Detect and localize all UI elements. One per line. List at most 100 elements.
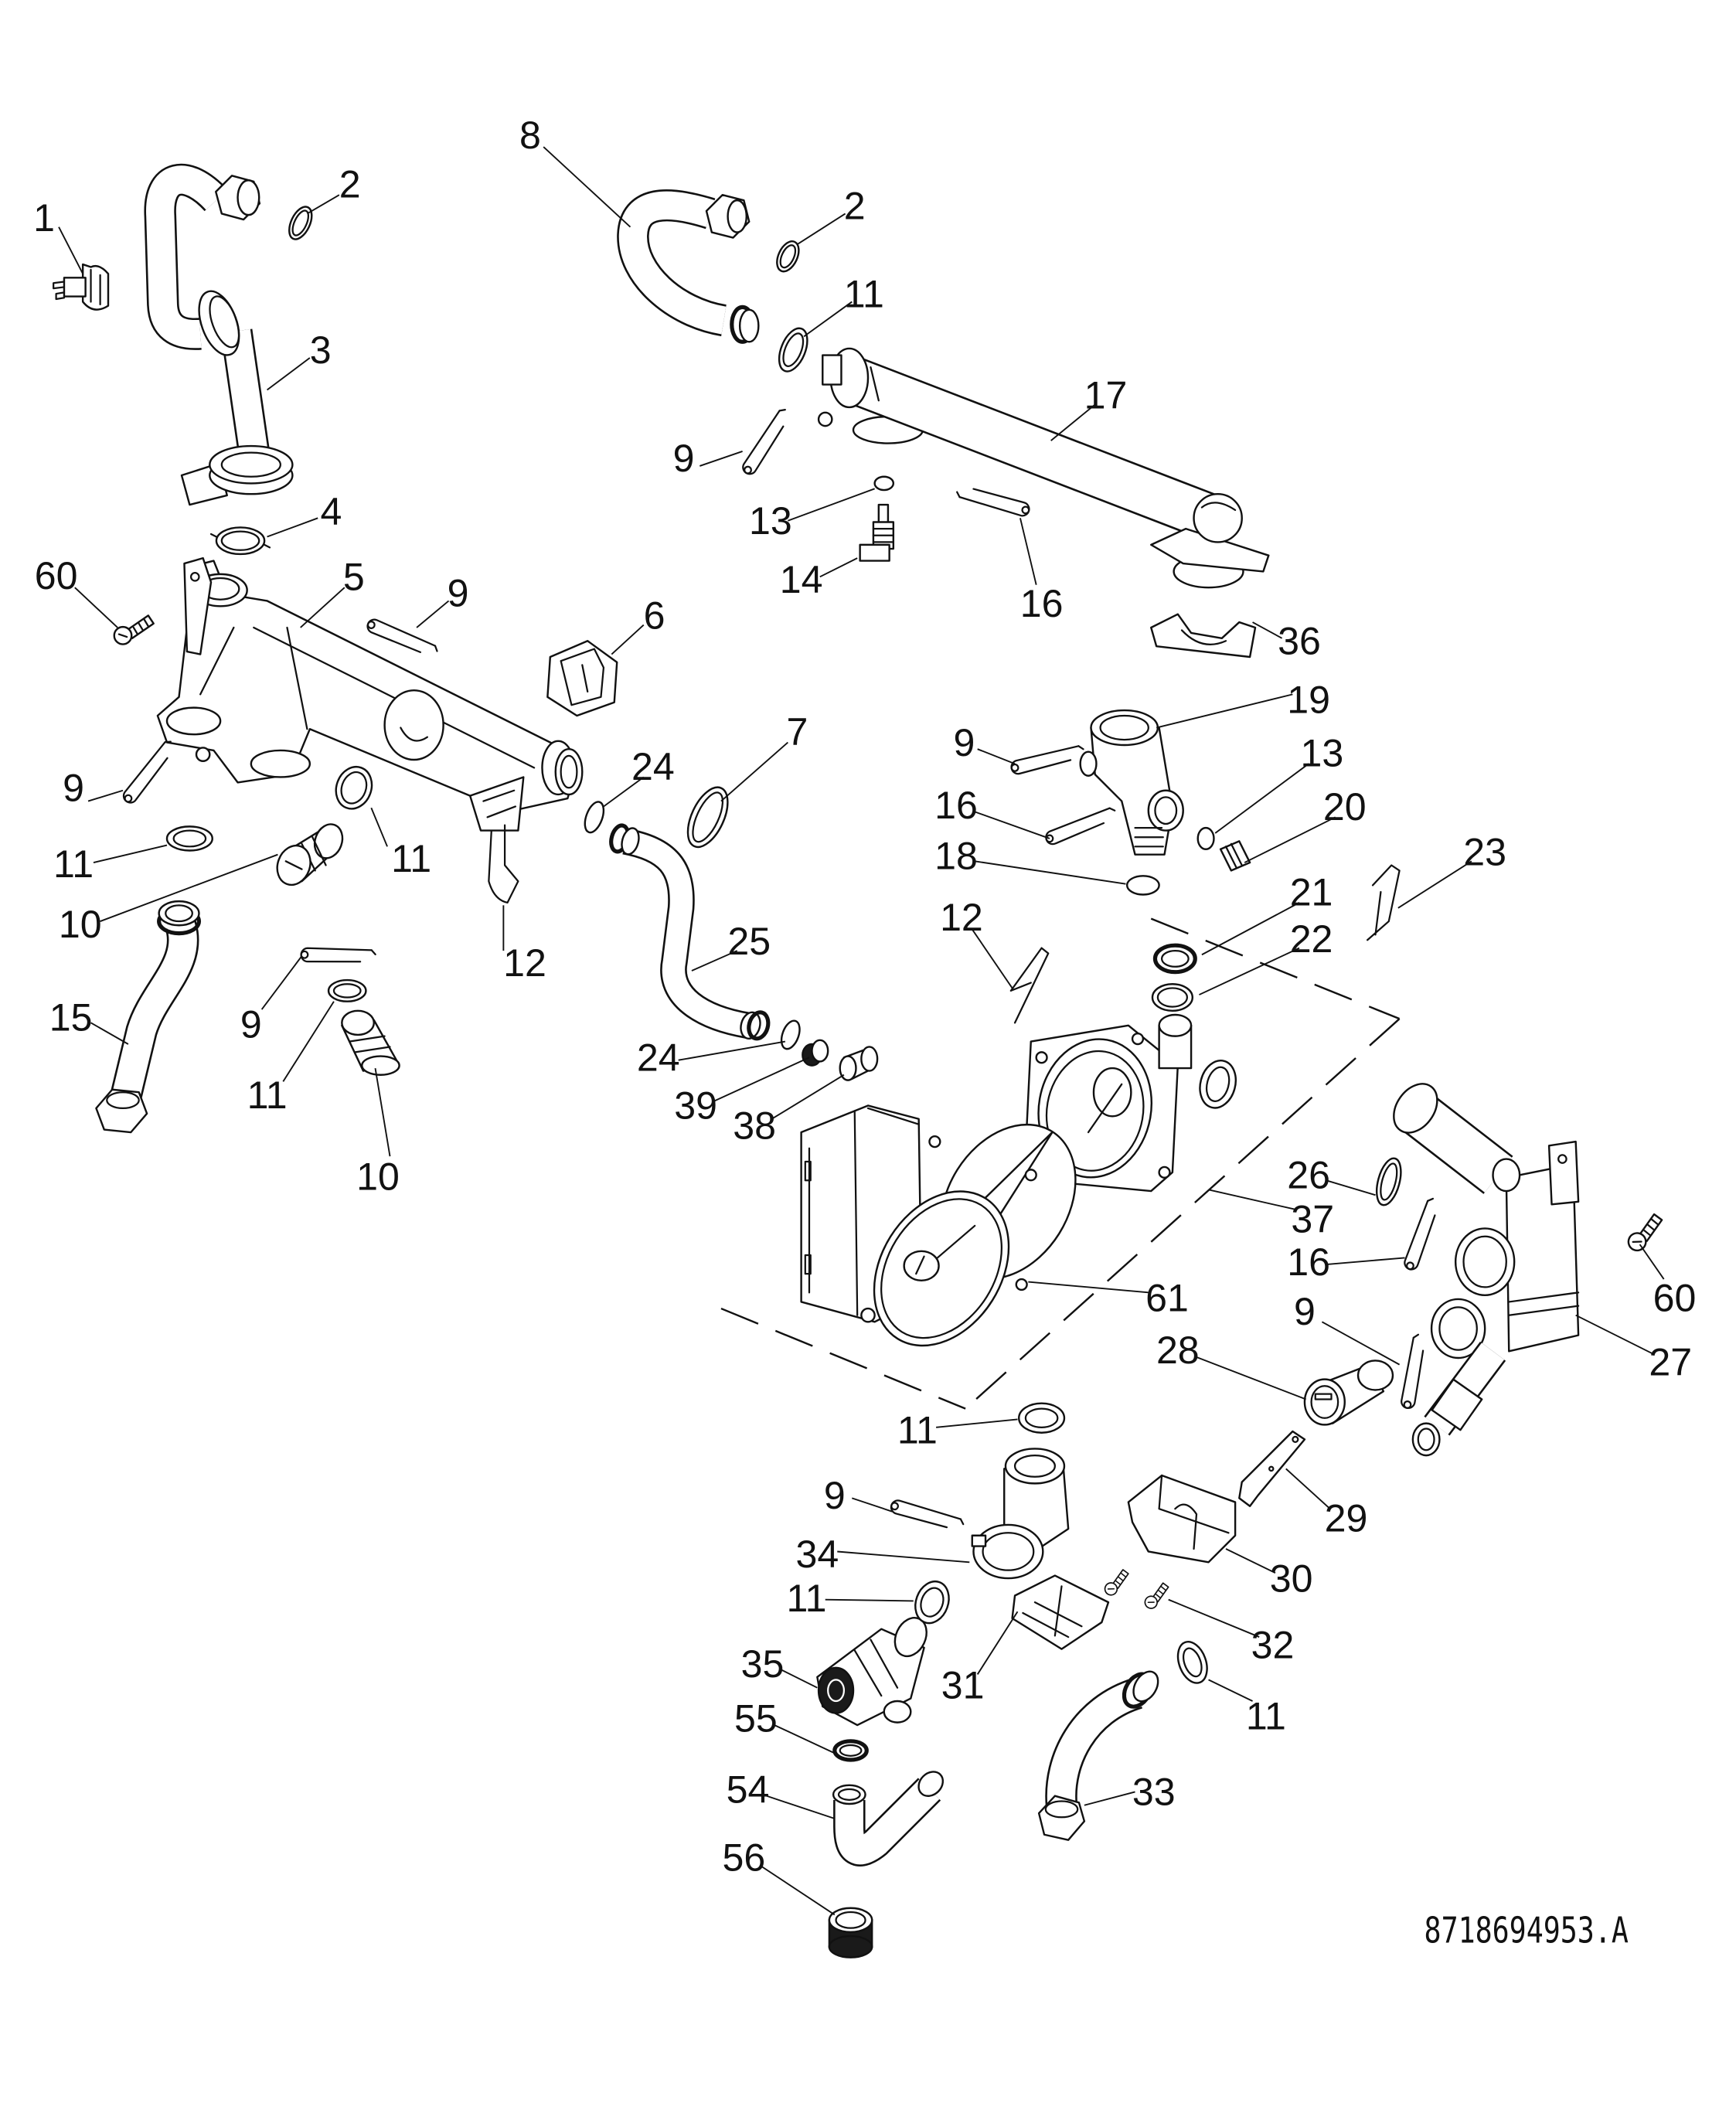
callout-label: 38 bbox=[733, 1104, 776, 1148]
callout-label: 26 bbox=[1287, 1154, 1330, 1197]
callout-label: 27 bbox=[1649, 1340, 1692, 1383]
drain-elbow bbox=[832, 1771, 945, 1866]
callout-label: 56 bbox=[722, 1836, 765, 1879]
callout-label: 55 bbox=[734, 1697, 778, 1741]
hydraulic-manifold bbox=[156, 556, 584, 832]
bypass-pipe bbox=[609, 823, 771, 1041]
o-ring bbox=[1125, 875, 1160, 896]
callout-label: 16 bbox=[1020, 582, 1064, 625]
o-ring bbox=[584, 801, 605, 834]
leader-line bbox=[936, 1418, 1018, 1428]
leader-line bbox=[267, 357, 311, 391]
callout-label: 9 bbox=[448, 571, 469, 614]
leader-line bbox=[1326, 1179, 1376, 1196]
leader-line bbox=[1326, 1257, 1405, 1266]
leader-line bbox=[713, 1057, 810, 1103]
sealing-ring bbox=[288, 206, 313, 240]
callout-label: 20 bbox=[1323, 785, 1367, 829]
pump-assembly-bracket bbox=[720, 917, 1401, 1410]
retaining-pin bbox=[1009, 947, 1050, 1024]
leader-line bbox=[603, 776, 645, 808]
callout-label: 32 bbox=[1251, 1624, 1295, 1667]
callout-label: 10 bbox=[59, 903, 102, 946]
pipe-with-union-nut bbox=[144, 163, 294, 506]
valve-cartridge bbox=[1303, 1359, 1394, 1426]
leader-line bbox=[774, 1724, 836, 1754]
flow-tube bbox=[817, 347, 1270, 589]
valve-body bbox=[1079, 709, 1184, 856]
leader-line bbox=[796, 213, 846, 245]
o-ring bbox=[1018, 1402, 1066, 1434]
callout-label: 15 bbox=[49, 996, 93, 1040]
o-ring bbox=[778, 327, 808, 373]
leader-line bbox=[788, 488, 875, 522]
callout-label: 11 bbox=[844, 272, 884, 315]
leader-line bbox=[416, 600, 450, 628]
callout-label: 13 bbox=[749, 499, 792, 543]
leader-line bbox=[1214, 763, 1309, 834]
leader-line bbox=[825, 1598, 914, 1602]
callout-label: 17 bbox=[1084, 374, 1128, 417]
leader-line bbox=[267, 517, 318, 538]
leader-line bbox=[771, 1074, 845, 1120]
spring-clip bbox=[300, 945, 377, 966]
leader-line bbox=[611, 624, 645, 655]
leader-line bbox=[93, 844, 168, 863]
leader-line bbox=[1321, 1321, 1401, 1366]
leader-line bbox=[1285, 1468, 1331, 1509]
callout-label: 1 bbox=[33, 196, 55, 240]
callout-label: 22 bbox=[1290, 917, 1333, 961]
callout-label: 23 bbox=[1463, 830, 1506, 873]
callout-label: 9 bbox=[1294, 1290, 1316, 1333]
retaining-plate bbox=[1150, 613, 1257, 658]
leader-line bbox=[1639, 1244, 1665, 1280]
leader-line bbox=[282, 1001, 335, 1082]
callout-label: 11 bbox=[247, 1074, 288, 1117]
drawing-number: 8718694953.A bbox=[1425, 1910, 1629, 1952]
pipe-with-union-nut bbox=[617, 189, 760, 344]
diverter-valve-body bbox=[1393, 1083, 1580, 1457]
sealing-ring bbox=[776, 240, 800, 273]
callout-label: 30 bbox=[1270, 1557, 1313, 1600]
actuator-housing bbox=[1127, 1474, 1237, 1564]
callout-label: 24 bbox=[631, 745, 675, 788]
seal-ring bbox=[1152, 943, 1197, 975]
leader-line bbox=[1252, 621, 1283, 639]
leader-line bbox=[1575, 1314, 1654, 1355]
screw bbox=[1621, 1211, 1670, 1254]
actuator-lever bbox=[1238, 1430, 1306, 1507]
retaining-pin bbox=[488, 824, 519, 903]
temperature-sensor bbox=[859, 503, 895, 562]
leader-lines bbox=[58, 146, 1665, 1916]
callout-label: 6 bbox=[644, 594, 665, 638]
screw bbox=[1139, 1581, 1174, 1611]
o-ring bbox=[335, 765, 373, 810]
leader-line bbox=[974, 811, 1050, 839]
connection-plug bbox=[341, 1009, 400, 1076]
pipe-with-union-nut bbox=[1037, 1670, 1159, 1841]
o-ring bbox=[1375, 1157, 1402, 1206]
callout-label: 2 bbox=[339, 163, 361, 206]
leader-line bbox=[300, 587, 345, 628]
leader-line bbox=[58, 226, 84, 274]
screw bbox=[1099, 1567, 1135, 1598]
leader-line bbox=[759, 1864, 836, 1916]
pipe-with-union-nut bbox=[95, 900, 202, 1134]
leader-line bbox=[1244, 816, 1336, 863]
bypass-valve-cap bbox=[839, 1046, 879, 1081]
screw bbox=[113, 614, 155, 645]
callout-label: 24 bbox=[637, 1036, 680, 1080]
callout-label: 19 bbox=[1287, 679, 1330, 722]
callout-label: 39 bbox=[674, 1084, 717, 1128]
leader-line bbox=[837, 1550, 970, 1564]
callout-label: 10 bbox=[356, 1155, 400, 1198]
leader-line bbox=[700, 451, 743, 467]
leader-line bbox=[1019, 518, 1037, 585]
callout-label: 12 bbox=[503, 941, 546, 985]
leader-line bbox=[260, 955, 303, 1010]
leader-line bbox=[74, 587, 118, 628]
callout-label: 9 bbox=[953, 721, 975, 764]
callout-label: 11 bbox=[787, 1577, 827, 1620]
o-ring bbox=[780, 1019, 801, 1050]
